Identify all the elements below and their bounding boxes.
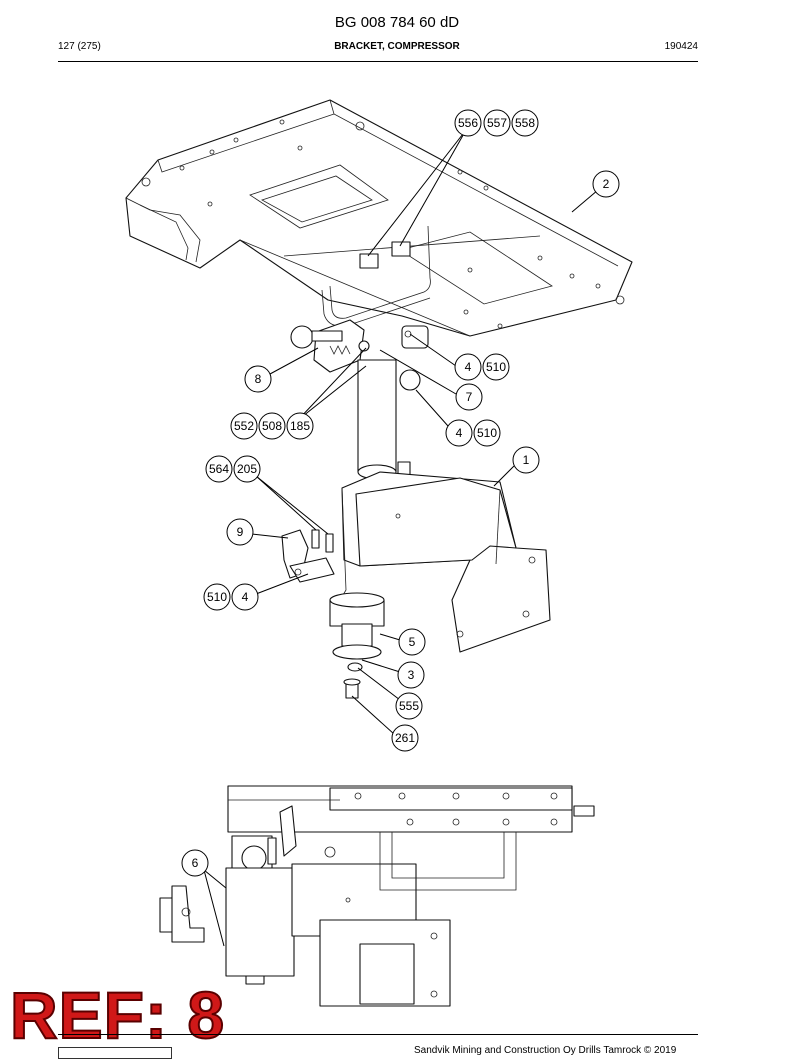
company-logo xyxy=(58,1047,172,1059)
callout-552: 552 xyxy=(230,412,258,440)
header-rule xyxy=(58,61,698,62)
svg-text:185: 185 xyxy=(290,419,310,433)
svg-text:508: 508 xyxy=(262,419,282,433)
callout-510-upper: 510 xyxy=(482,353,510,381)
callout-2: 2 xyxy=(592,170,620,198)
callout-1: 1 xyxy=(512,446,540,474)
page-number: 127 (275) xyxy=(58,41,101,52)
callout-557: 557 xyxy=(483,109,511,137)
pivot-shaft xyxy=(357,359,411,492)
svg-text:555: 555 xyxy=(399,699,419,713)
svg-text:6: 6 xyxy=(192,856,199,870)
callout-9: 9 xyxy=(226,518,254,546)
svg-text:4: 4 xyxy=(456,426,463,440)
callout-5: 5 xyxy=(398,628,426,656)
callout-556: 556 xyxy=(454,109,482,137)
compressor-bracket xyxy=(339,471,551,653)
callout-261: 261 xyxy=(391,724,419,752)
svg-text:8: 8 xyxy=(255,372,262,386)
mounting-tab xyxy=(281,529,335,583)
callout-510-middle: 510 xyxy=(473,419,501,447)
page-title: BRACKET, COMPRESSOR xyxy=(334,41,460,52)
bracket-bolts xyxy=(311,529,334,553)
svg-text:552: 552 xyxy=(234,419,254,433)
callout-564: 564 xyxy=(205,455,233,483)
callout-8: 8 xyxy=(244,365,272,393)
svg-text:5: 5 xyxy=(409,635,416,649)
mounting-plate xyxy=(125,99,633,337)
callout-4-middle: 4 xyxy=(445,419,473,447)
svg-text:3: 3 xyxy=(408,668,415,682)
callout-4-upper: 4 xyxy=(454,353,482,381)
svg-text:7: 7 xyxy=(466,390,473,404)
callout-7: 7 xyxy=(455,383,483,411)
callout-555: 555 xyxy=(395,692,423,720)
svg-text:510: 510 xyxy=(207,590,227,604)
callout-3: 3 xyxy=(397,661,425,689)
callout-510-lower: 510 xyxy=(203,583,231,611)
assembled-side-view xyxy=(159,785,595,1007)
svg-text:564: 564 xyxy=(209,462,229,476)
svg-text:510: 510 xyxy=(477,426,497,440)
copyright-notice: Sandvik Mining and Construction Oy Drill… xyxy=(414,1045,677,1056)
document-number: BG 008 784 60 dD xyxy=(334,14,460,31)
svg-text:2: 2 xyxy=(603,177,610,191)
svg-text:9: 9 xyxy=(237,525,244,539)
svg-text:4: 4 xyxy=(242,590,249,604)
svg-text:1: 1 xyxy=(523,453,530,467)
callout-4-lower: 4 xyxy=(231,583,259,611)
leader-lines xyxy=(203,129,599,947)
callout-205: 205 xyxy=(233,455,261,483)
callout-558: 558 xyxy=(511,109,539,137)
callout-6: 6 xyxy=(181,849,209,877)
footer-rule xyxy=(58,1034,698,1035)
svg-text:558: 558 xyxy=(515,116,535,130)
svg-text:261: 261 xyxy=(395,731,415,745)
callout-508: 508 xyxy=(258,412,286,440)
svg-text:556: 556 xyxy=(458,116,478,130)
callout-185: 185 xyxy=(286,412,314,440)
lubrication-fittings xyxy=(399,325,429,391)
svg-text:557: 557 xyxy=(487,116,507,130)
svg-text:510: 510 xyxy=(486,360,506,374)
bushing-stack xyxy=(329,592,385,699)
ref-stamp: REF: 8 xyxy=(9,978,226,1052)
revision-date: 190424 xyxy=(664,41,698,52)
svg-text:4: 4 xyxy=(465,360,472,374)
svg-text:205: 205 xyxy=(237,462,257,476)
